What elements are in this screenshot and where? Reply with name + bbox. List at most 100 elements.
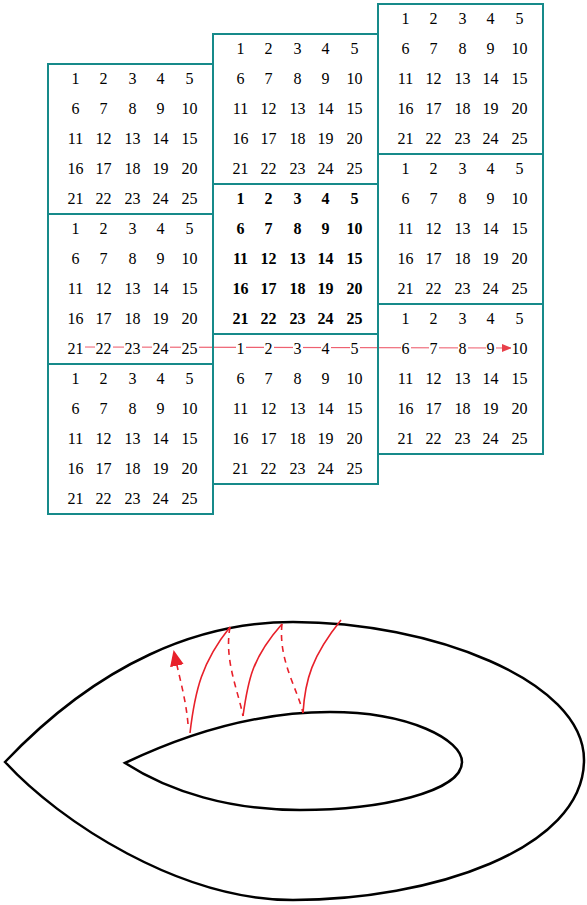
grid-number: 9 xyxy=(156,400,166,418)
grid-number: 10 xyxy=(511,340,529,358)
grid-number: 7 xyxy=(99,100,109,118)
grid-number: 11 xyxy=(232,400,249,418)
grid-number: 25 xyxy=(511,280,529,298)
grid-number: 19 xyxy=(152,160,170,178)
grid-number: 16 xyxy=(232,130,250,148)
grid-number: 24 xyxy=(482,280,500,298)
grid-number: 9 xyxy=(486,40,496,58)
grid-number: 14 xyxy=(482,220,500,238)
grid-number: 16 xyxy=(67,310,85,328)
grid-number: 11 xyxy=(232,100,249,118)
grid-number: 22 xyxy=(425,430,443,448)
grid-number: 9 xyxy=(321,220,331,238)
grid-number: 15 xyxy=(181,430,199,448)
grid-number: 11 xyxy=(67,430,84,448)
grid-number: 6 xyxy=(71,100,81,118)
grid-number: 11 xyxy=(67,130,84,148)
grid-number: 1 xyxy=(71,70,81,88)
grid-number: 25 xyxy=(346,460,364,478)
grid-number: 4 xyxy=(156,220,166,238)
grid-number: 17 xyxy=(425,100,443,118)
cycle-curve xyxy=(190,627,230,733)
number-grid-box: 1234567891011121314151617181920212223242… xyxy=(377,303,544,455)
grid-number: 23 xyxy=(289,160,307,178)
grid-number: 2 xyxy=(429,10,439,28)
grid-number: 4 xyxy=(321,190,331,208)
grid-number: 1 xyxy=(236,190,246,208)
grid-number: 23 xyxy=(454,280,472,298)
grid-number: 25 xyxy=(511,430,529,448)
grid-number: 22 xyxy=(260,310,278,328)
grid-number: 9 xyxy=(321,70,331,88)
grid-number: 6 xyxy=(401,190,411,208)
grid-number: 13 xyxy=(454,220,472,238)
grid-number: 4 xyxy=(156,370,166,388)
grid-number: 1 xyxy=(401,10,411,28)
grid-number: 4 xyxy=(486,160,496,178)
grid-number: 21 xyxy=(232,160,250,178)
grid-number: 1 xyxy=(401,310,411,328)
grid-number: 12 xyxy=(95,280,113,298)
grid-number: 12 xyxy=(260,100,278,118)
grid-number: 22 xyxy=(260,460,278,478)
grid-number: 4 xyxy=(486,10,496,28)
grid-number: 7 xyxy=(264,70,274,88)
number-grid-box: 1234567891011121314151617181920212223242… xyxy=(47,63,214,215)
grid-number: 13 xyxy=(454,70,472,88)
grid-number: 15 xyxy=(511,220,529,238)
grid-number: 20 xyxy=(181,160,199,178)
grid-number: 25 xyxy=(346,160,364,178)
grid-number: 8 xyxy=(458,190,468,208)
grid-number: 14 xyxy=(482,370,500,388)
grid-number: 6 xyxy=(236,70,246,88)
grid-number: 13 xyxy=(289,100,307,118)
grid-number: 25 xyxy=(181,190,199,208)
grid-number: 23 xyxy=(454,130,472,148)
number-grid-box: 1234567891011121314151617181920212223242… xyxy=(47,213,214,365)
grid-number: 19 xyxy=(152,460,170,478)
hidden-curve-arrow xyxy=(174,652,188,724)
grid-number: 13 xyxy=(454,370,472,388)
grid-number: 8 xyxy=(293,70,303,88)
grid-number: 10 xyxy=(181,100,199,118)
grid-number: 9 xyxy=(156,250,166,268)
grid-number: 12 xyxy=(425,370,443,388)
grid-number: 5 xyxy=(350,190,360,208)
grid-number: 17 xyxy=(260,280,278,298)
grid-number: 24 xyxy=(152,490,170,508)
grid-number: 4 xyxy=(321,340,331,358)
grid-number: 21 xyxy=(67,340,85,358)
grid-number: 2 xyxy=(99,370,109,388)
grid-number: 15 xyxy=(346,100,364,118)
grid-number: 14 xyxy=(152,430,170,448)
grid-number: 1 xyxy=(236,340,246,358)
grid-number: 7 xyxy=(264,370,274,388)
grid-number: 2 xyxy=(264,340,274,358)
grid-number: 19 xyxy=(317,430,335,448)
grid-number: 16 xyxy=(397,400,415,418)
grid-number: 22 xyxy=(95,490,113,508)
grid-number: 10 xyxy=(346,370,364,388)
grid-number: 21 xyxy=(397,430,415,448)
grid-number: 6 xyxy=(401,340,411,358)
grid-number: 18 xyxy=(454,100,472,118)
grid-number: 14 xyxy=(317,250,335,268)
grid-number: 2 xyxy=(429,310,439,328)
grid-number: 8 xyxy=(293,220,303,238)
grid-number: 7 xyxy=(264,220,274,238)
hidden-curve xyxy=(281,624,303,713)
grid-number: 21 xyxy=(67,490,85,508)
grid-number: 1 xyxy=(71,220,81,238)
grid-number: 14 xyxy=(317,100,335,118)
grid-number: 3 xyxy=(128,70,138,88)
grid-number: 25 xyxy=(346,310,364,328)
grid-number: 10 xyxy=(511,40,529,58)
grid-number: 24 xyxy=(152,190,170,208)
grid-number: 5 xyxy=(515,10,525,28)
number-grid-box: 1234567891011121314151617181920212223242… xyxy=(212,333,379,485)
grid-number: 19 xyxy=(482,250,500,268)
grid-number: 23 xyxy=(124,190,142,208)
grid-number: 7 xyxy=(99,400,109,418)
grid-number: 18 xyxy=(454,400,472,418)
grid-number: 14 xyxy=(317,400,335,418)
